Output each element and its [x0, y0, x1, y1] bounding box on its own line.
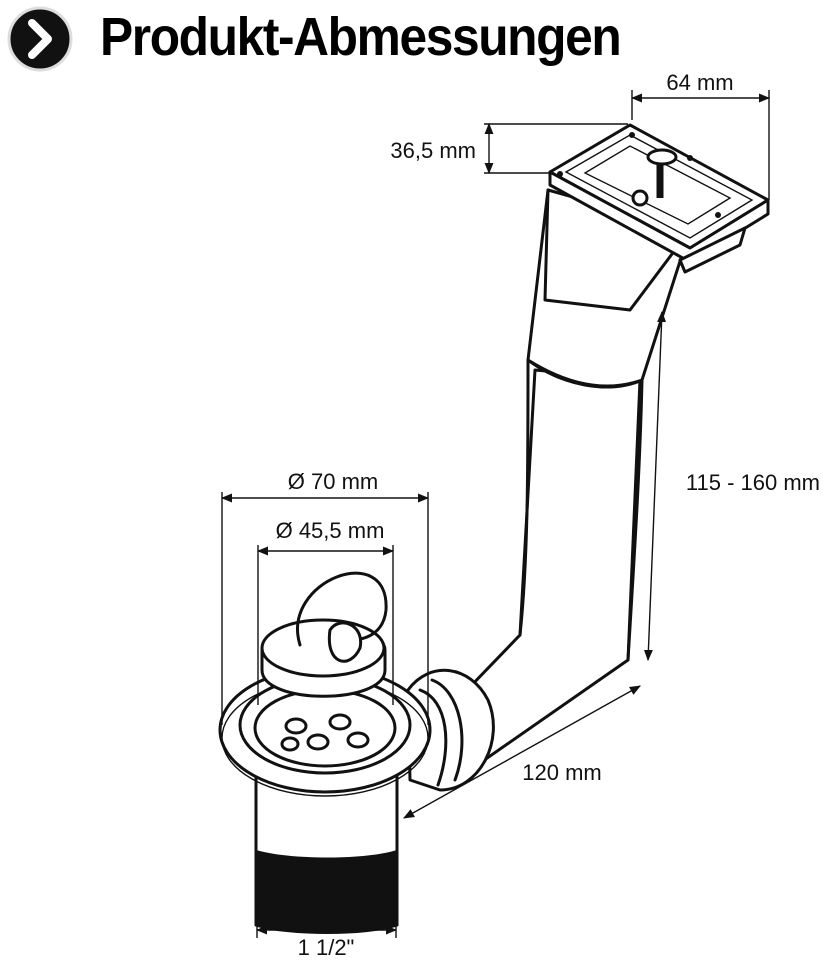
sink-strainer: [218, 666, 432, 934]
dim-thread: 1 1/2": [298, 935, 355, 960]
dimension-lines: [220, 90, 771, 938]
dim-length: 120 mm: [522, 760, 601, 785]
dim-outer-diameter: Ø 70 mm: [288, 469, 378, 494]
chevron-right-icon: [7, 6, 73, 72]
header: Produkt-Abmessungen: [0, 0, 823, 80]
stopper: [260, 571, 388, 698]
dim-height-range: 115 - 160 mm: [686, 470, 820, 495]
page-title: Produkt-Abmessungen: [100, 7, 622, 67]
overflow-plate: [548, 123, 770, 274]
dim-overflow-height: 36,5 mm: [390, 138, 476, 163]
dim-overflow-width: 64 mm: [666, 70, 733, 95]
dim-inner-diameter: Ø 45,5 mm: [276, 518, 385, 543]
